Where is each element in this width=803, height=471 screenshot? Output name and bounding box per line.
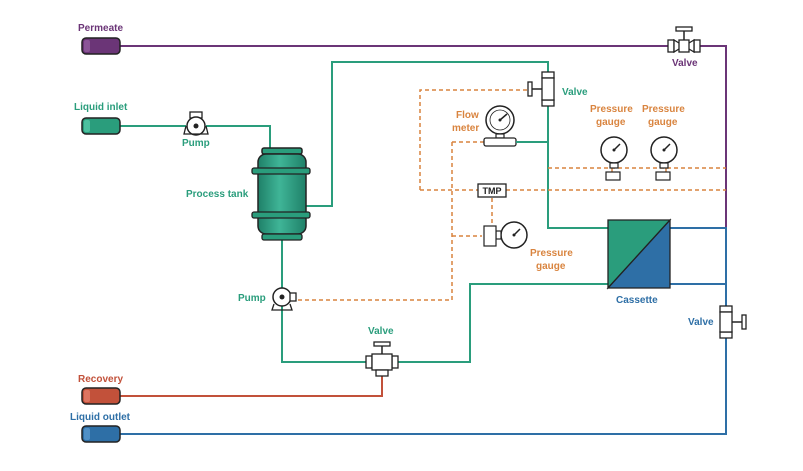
valve-bottom-label: Valve xyxy=(368,326,394,337)
signal-lines xyxy=(292,89,726,301)
permeate-label: Permeate xyxy=(78,23,123,34)
valve-right-label: Valve xyxy=(688,317,714,328)
flow-meter xyxy=(483,105,548,147)
flow-meter-label-1: Flow xyxy=(456,110,479,121)
inlet-line xyxy=(120,61,608,363)
recovery-vessel xyxy=(81,387,121,405)
valve-right xyxy=(719,305,747,339)
pump-top xyxy=(183,111,209,136)
pressure-gauge-a-label-2: gauge xyxy=(596,117,626,128)
pressure-gauge-b-label-2: gauge xyxy=(648,117,678,128)
pressure-gauge-c xyxy=(483,221,528,249)
process-tank xyxy=(251,147,311,241)
valve-inner xyxy=(527,71,555,107)
flow-meter-label-2: meter xyxy=(452,123,479,134)
tmp-box: TMP xyxy=(477,183,507,198)
liquid-outlet-label: Liquid outlet xyxy=(70,412,131,423)
valve-bottom xyxy=(365,341,399,377)
cassette xyxy=(606,218,672,290)
valve-permeate xyxy=(667,26,701,54)
recovery-label: Recovery xyxy=(78,374,123,385)
liquid-inlet-label: Liquid inlet xyxy=(74,102,128,113)
pressure-gauge-c-label-2: gauge xyxy=(536,261,566,272)
tmp-label: TMP xyxy=(483,186,502,196)
permeate-vessel xyxy=(81,37,121,55)
pressure-gauge-a-label-1: Pressure xyxy=(590,104,633,115)
pressure-gauge-c-label-1: Pressure xyxy=(530,248,573,259)
cassette-label: Cassette xyxy=(616,295,658,306)
valve-inner-label: Valve xyxy=(562,87,588,98)
permeate-line xyxy=(120,45,727,228)
pressure-gauge-a xyxy=(600,136,628,181)
outlet-line xyxy=(120,227,727,435)
pump-bottom-label: Pump xyxy=(238,293,266,304)
pump-top-label: Pump xyxy=(182,138,210,149)
inlet-vessel xyxy=(81,117,121,135)
process-tank-label: Process tank xyxy=(186,189,249,200)
pressure-gauge-b-label-1: Pressure xyxy=(642,104,685,115)
valve-permeate-label: Valve xyxy=(672,58,698,69)
pressure-gauge-b xyxy=(650,136,678,181)
recovery-line xyxy=(120,374,383,397)
pump-bottom xyxy=(271,287,297,311)
outlet-vessel xyxy=(81,425,121,443)
